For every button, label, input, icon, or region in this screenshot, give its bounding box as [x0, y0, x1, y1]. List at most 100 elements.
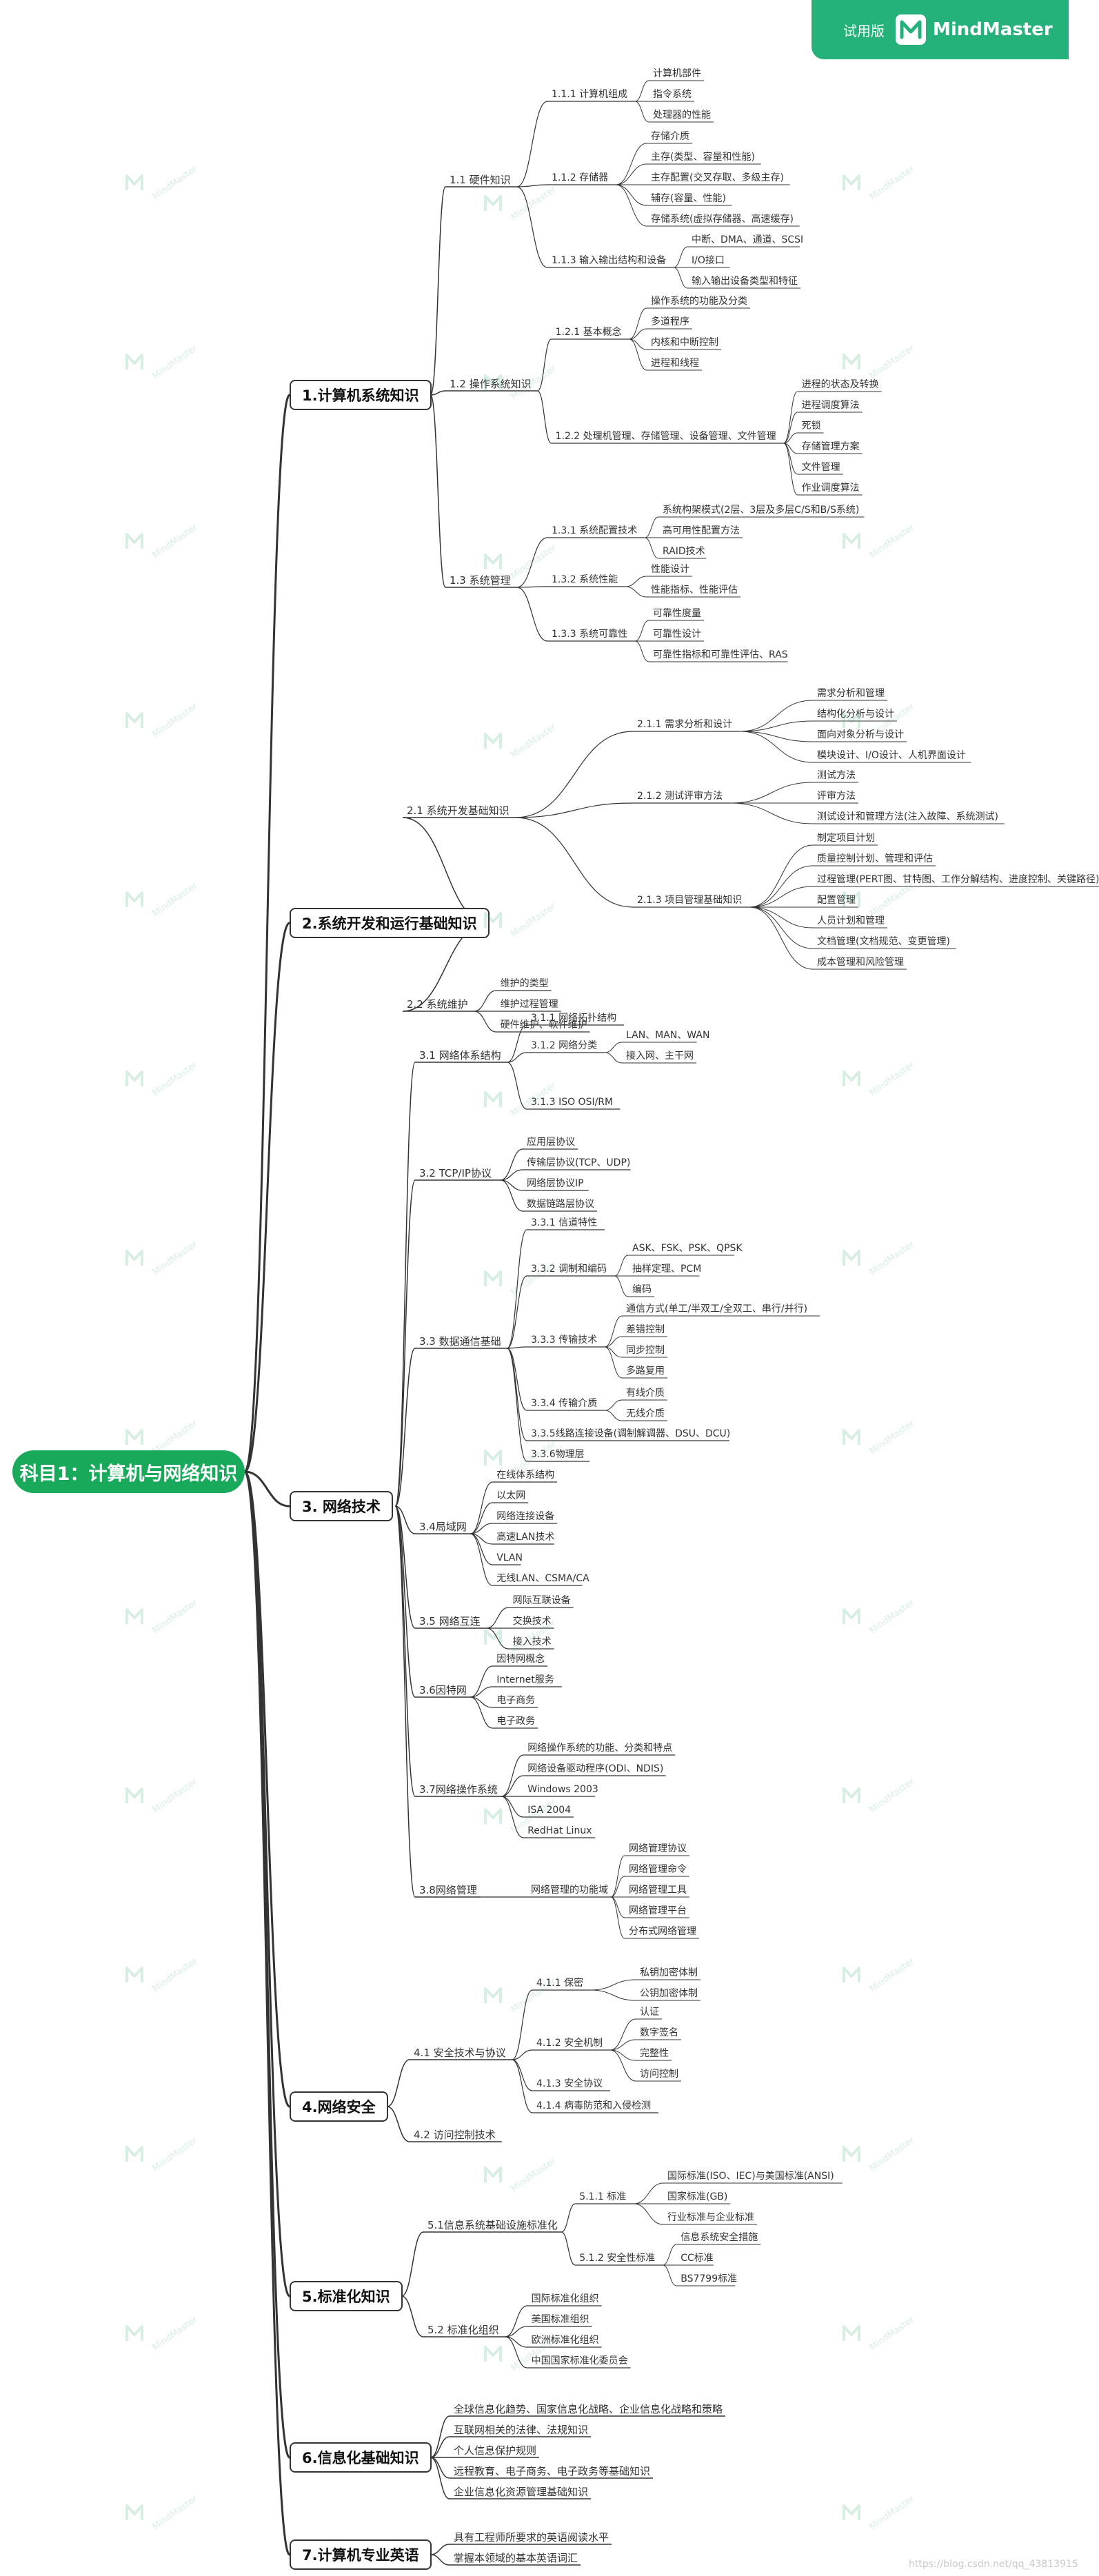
- branch-node[interactable]: 3.3.2 调制和编码: [531, 1264, 607, 1275]
- leaf-node[interactable]: 网络管理协议: [629, 1843, 687, 1855]
- leaf-node[interactable]: 操作系统的功能及分类: [651, 296, 747, 307]
- leaf-node[interactable]: 制定项目计划: [817, 833, 875, 844]
- branch-node[interactable]: 1.2.1 基本概念: [555, 327, 622, 338]
- subtopic[interactable]: 5.1信息系统基础设施标准化: [427, 2218, 558, 2231]
- subtopic[interactable]: 4.1 安全技术与协议: [414, 2046, 506, 2059]
- leaf-node[interactable]: 存储介质: [651, 131, 689, 143]
- leaf-node[interactable]: 中断、DMA、通道、SCSI: [692, 234, 804, 246]
- leaf-node[interactable]: 差错控制: [626, 1324, 665, 1336]
- leaf-node[interactable]: 结构化分析与设计: [817, 709, 894, 720]
- leaf-node[interactable]: 配置管理: [817, 895, 856, 906]
- leaf-node[interactable]: 通信方式(单工/半双工/全双工、串行/并行): [626, 1304, 808, 1315]
- leaf-node[interactable]: 测试方法: [817, 770, 856, 782]
- leaf-node[interactable]: 认证: [640, 2007, 659, 2018]
- branch-node[interactable]: 电子商务: [496, 1695, 536, 1707]
- branch-node[interactable]: 1.3.2 系统性能: [552, 574, 618, 586]
- leaf-node[interactable]: 有线介质: [626, 1388, 665, 1399]
- subtopic[interactable]: 5.2 标准化组织: [427, 2323, 499, 2336]
- leaf-node[interactable]: 数字签名: [640, 2027, 678, 2039]
- leaf-node[interactable]: 评审方法: [817, 791, 856, 802]
- leaf-node[interactable]: 存储管理方案: [801, 441, 860, 453]
- branch-node[interactable]: 中国国家标准化委员会: [531, 2355, 628, 2367]
- leaf-node[interactable]: 测试设计和管理方法(注入故障、系统测试): [817, 811, 998, 823]
- leaf-node[interactable]: 质量控制计划、管理和评估: [817, 853, 933, 865]
- branch-node[interactable]: 以太网: [496, 1490, 526, 1502]
- leaf-node[interactable]: 高可用性配置方法: [663, 525, 740, 537]
- leaf-node[interactable]: 多路复用: [626, 1366, 665, 1377]
- branch-node[interactable]: 4.1.1 保密: [536, 1978, 584, 1989]
- branch-node[interactable]: 网际互联设备: [512, 1595, 571, 1607]
- leaf-node[interactable]: 公钥加密体制: [640, 1988, 698, 2000]
- leaf-node[interactable]: ASK、FSK、PSK、QPSK: [632, 1243, 743, 1255]
- branch-node[interactable]: 2.1.3 项目管理基础知识: [637, 895, 743, 906]
- topic-4[interactable]: 4.网络安全: [290, 2091, 388, 2122]
- leaf-node[interactable]: 国家标准(GB): [667, 2191, 728, 2203]
- subtopic[interactable]: 3.8网络管理: [419, 1883, 477, 1896]
- trial-badge[interactable]: 试用版 MindMaster: [811, 0, 1069, 59]
- subtopic[interactable]: 3.1 网络体系结构: [419, 1048, 501, 1062]
- leaf-node[interactable]: 进程的状态及转换: [801, 379, 879, 391]
- branch-node[interactable]: 网络操作系统的功能、分类和特点: [527, 1743, 673, 1754]
- leaf-node[interactable]: 网络管理平台: [629, 1905, 687, 1917]
- subtopic[interactable]: 掌握本领域的基本英语词汇: [454, 2551, 578, 2564]
- branch-node[interactable]: 在线体系结构: [496, 1470, 555, 1481]
- branch-node[interactable]: 3.3.1 信道特性: [531, 1217, 598, 1229]
- branch-node[interactable]: 3.3.4 传输介质: [531, 1398, 598, 1410]
- branch-node[interactable]: 欧洲标准化组织: [531, 2335, 599, 2346]
- branch-node[interactable]: 高速LAN技术: [496, 1532, 555, 1543]
- branch-node[interactable]: Windows 2003: [527, 1784, 598, 1796]
- branch-node[interactable]: RedHat Linux: [527, 1825, 592, 1837]
- branch-node[interactable]: 国际标准化组织: [531, 2293, 599, 2305]
- leaf-node[interactable]: 私钥加密体制: [640, 1967, 698, 1979]
- branch-node[interactable]: 3.1.3 ISO OSI/RM: [531, 1097, 614, 1108]
- leaf-node[interactable]: 作业调度算法: [801, 483, 860, 494]
- leaf-node[interactable]: 系统构架模式(2层、3层及多层C/S和B/S系统): [663, 505, 860, 516]
- leaf-node[interactable]: 可靠性设计: [653, 629, 702, 640]
- branch-node[interactable]: 无线LAN、CSMA/CA: [496, 1573, 589, 1585]
- root-topic[interactable]: 科目1：计算机与网络知识: [12, 1450, 245, 1493]
- leaf-node[interactable]: 主存(类型、容量和性能): [651, 152, 755, 163]
- topic-5[interactable]: 5.标准化知识: [290, 2281, 403, 2311]
- subtopic[interactable]: 3.4局域网: [419, 1520, 467, 1533]
- leaf-node[interactable]: 死锁: [801, 420, 821, 432]
- branch-node[interactable]: 1.1.1 计算机组成: [552, 89, 628, 101]
- subtopic[interactable]: 3.7网络操作系统: [419, 1783, 498, 1796]
- leaf-node[interactable]: 文档管理(文档规范、变更管理): [817, 936, 950, 948]
- leaf-node[interactable]: 多道程序: [651, 316, 689, 328]
- leaf-node[interactable]: 可靠性度量: [653, 608, 702, 620]
- leaf-node[interactable]: 抽样定理、PCM: [632, 1264, 702, 1275]
- branch-node[interactable]: 维护过程管理: [500, 999, 558, 1011]
- branch-node[interactable]: 1.3.1 系统配置技术: [552, 525, 638, 537]
- leaf-node[interactable]: 进程和线程: [651, 358, 699, 369]
- leaf-node[interactable]: 内核和中断控制: [651, 337, 718, 349]
- branch-node[interactable]: 2.1.2 测试评审方法: [637, 791, 723, 802]
- branch-node[interactable]: 4.1.3 安全协议: [536, 2078, 603, 2090]
- leaf-node[interactable]: 接入网、主干网: [626, 1051, 694, 1062]
- branch-node[interactable]: 网络连接设备: [496, 1511, 555, 1523]
- branch-node[interactable]: 数据链路层协议: [527, 1199, 594, 1210]
- subtopic[interactable]: 4.2 访问控制技术: [414, 2128, 496, 2141]
- branch-node[interactable]: 5.1.1 标准: [579, 2191, 627, 2203]
- branch-node[interactable]: 接入技术: [512, 1636, 552, 1648]
- leaf-node[interactable]: 同步控制: [626, 1345, 665, 1357]
- subtopic[interactable]: 3.6因特网: [419, 1683, 467, 1696]
- subtopic[interactable]: 远程教育、电子商务、电子政务等基础知识: [454, 2464, 651, 2477]
- topic-2[interactable]: 2.系统开发和运行基础知识: [290, 908, 490, 938]
- branch-node[interactable]: 应用层协议: [527, 1137, 575, 1148]
- branch-node[interactable]: 4.1.2 安全机制: [536, 2038, 603, 2049]
- branch-node[interactable]: 3.3.5线路连接设备(调制解调器、DSU、DCU): [531, 1428, 731, 1440]
- branch-node[interactable]: 3.1.2 网络分类: [531, 1040, 598, 1052]
- subtopic[interactable]: 具有工程师所要求的英语阅读水平: [454, 2531, 609, 2544]
- subtopic[interactable]: 1.1 硬件知识: [450, 173, 511, 186]
- leaf-node[interactable]: 网络管理工具: [629, 1885, 687, 1896]
- leaf-node[interactable]: 指令系统: [653, 89, 692, 101]
- branch-node[interactable]: 交换技术: [512, 1616, 552, 1627]
- subtopic[interactable]: 2.2 系统维护: [407, 997, 468, 1011]
- leaf-node[interactable]: 需求分析和管理: [817, 688, 885, 700]
- branch-node[interactable]: 传输层协议(TCP、UDP): [527, 1157, 631, 1169]
- leaf-node[interactable]: 性能指标、性能评估: [651, 585, 738, 596]
- leaf-node[interactable]: 进程调度算法: [801, 400, 860, 412]
- leaf-node[interactable]: 完整性: [640, 2048, 669, 2060]
- branch-node[interactable]: 网络层协议IP: [527, 1178, 584, 1190]
